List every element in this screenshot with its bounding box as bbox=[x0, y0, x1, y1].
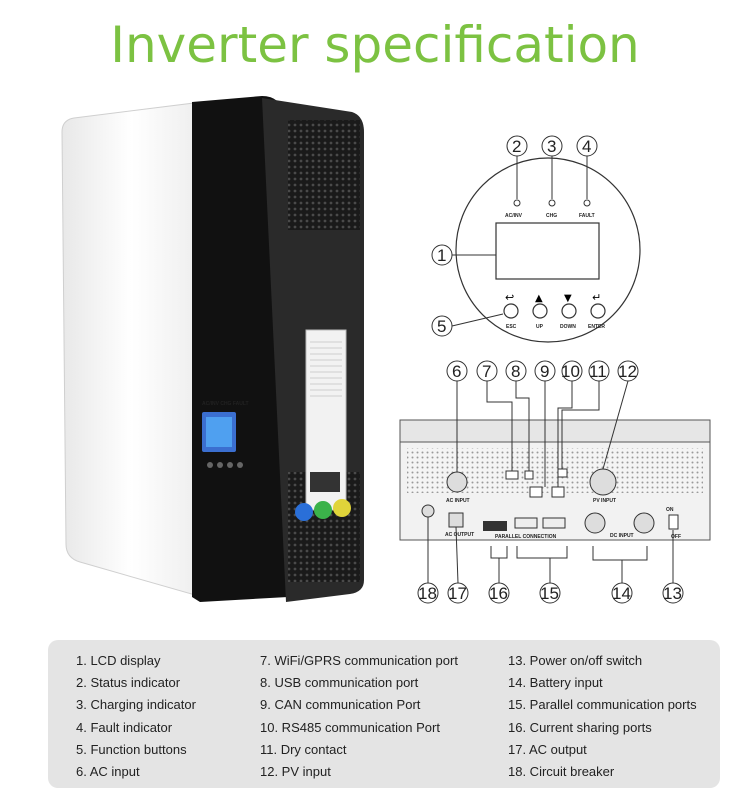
legend-item: 12. PV input bbox=[260, 763, 331, 779]
back-arrow-icon: ↩ bbox=[505, 291, 514, 304]
down-arrow-icon: ▼ bbox=[564, 293, 572, 304]
led-label-fault: FAULT bbox=[579, 213, 595, 219]
legend-item: 18. Circuit breaker bbox=[508, 763, 615, 779]
dc-input-label: DC INPUT bbox=[610, 533, 634, 539]
inverter-bottom-view: AC INPUT PV INPUT AC OUTPUT PARALLEL CON… bbox=[399, 419, 711, 541]
callout-16: 16 bbox=[489, 584, 508, 603]
callout-3: 3 bbox=[547, 137, 556, 156]
legend-column-3: 13. Power on/off switch 14. Battery inpu… bbox=[508, 650, 697, 783]
button-label-up: UP bbox=[536, 324, 544, 330]
callout-15: 15 bbox=[540, 584, 559, 603]
callout-11: 11 bbox=[589, 362, 607, 381]
callout-13: 13 bbox=[663, 584, 682, 603]
button-label-esc: ESC bbox=[506, 324, 517, 330]
callout-5: 5 bbox=[437, 317, 446, 336]
legend-item: 17. AC output bbox=[508, 741, 587, 757]
legend-item: 1. LCD display bbox=[76, 653, 161, 668]
legend-item: 14. Battery input bbox=[508, 675, 603, 691]
led-label-chg: CHG bbox=[546, 213, 557, 219]
legend-item: 6. AC input bbox=[76, 763, 140, 779]
svg-text:AC/INV CHG FAULT: AC/INV CHG FAULT bbox=[202, 401, 249, 407]
callout-10: 10 bbox=[561, 362, 580, 381]
inverter-product-image: AC/INV CHG FAULT bbox=[61, 96, 364, 602]
up-arrow-icon: ▲ bbox=[535, 293, 543, 304]
port-diagram: AC/INV CHG FAULT ↩ ▲ ▼ ↵ ESC UP DOWN ENT… bbox=[399, 135, 711, 604]
legend-item: 8. USB communication port bbox=[260, 675, 419, 691]
page-title: Inverter specification bbox=[110, 16, 640, 74]
lcd-display bbox=[495, 222, 600, 280]
legend-item: 9. CAN communication Port bbox=[260, 697, 421, 713]
legend-item: 16. Current sharing ports bbox=[508, 719, 652, 735]
legend-column-1: 1. LCD display 2. Status indicator 3. Ch… bbox=[76, 650, 196, 783]
button-label-enter: ENTER bbox=[588, 324, 605, 330]
legend-column-2: 7. WiFi/GPRS communication port 8. USB c… bbox=[260, 650, 458, 783]
led-label-ac-inv: AC/INV bbox=[505, 213, 523, 219]
callout-8: 8 bbox=[511, 362, 520, 381]
legend-item: 13. Power on/off switch bbox=[508, 653, 643, 668]
switch-on-label: ON bbox=[666, 507, 674, 513]
legend-item: 15. Parallel communication ports bbox=[508, 697, 697, 713]
ac-output-label: AC OUTPUT bbox=[445, 532, 474, 538]
button-label-down: DOWN bbox=[560, 324, 576, 330]
switch-off-label: OFF bbox=[671, 534, 681, 540]
legend-item: 11. Dry contact bbox=[260, 741, 347, 757]
legend-item: 3. Charging indicator bbox=[76, 697, 196, 713]
callout-12: 12 bbox=[618, 362, 637, 381]
callout-14: 14 bbox=[612, 584, 631, 603]
parallel-connection-label: PARALLEL CONNECTION bbox=[495, 534, 557, 540]
legend-item: 7. WiFi/GPRS communication port bbox=[260, 653, 458, 668]
legend-item: 2. Status indicator bbox=[76, 675, 181, 691]
legend-item: 4. Fault indicator bbox=[76, 719, 173, 735]
callout-7: 7 bbox=[482, 362, 491, 381]
callout-17: 17 bbox=[448, 584, 467, 603]
callout-9: 9 bbox=[540, 362, 549, 381]
callout-2: 2 bbox=[512, 137, 521, 156]
callout-18: 18 bbox=[418, 584, 437, 603]
pv-input-label: PV INPUT bbox=[593, 498, 616, 504]
legend-panel: 1. LCD display 2. Status indicator 3. Ch… bbox=[48, 640, 720, 788]
callout-6: 6 bbox=[452, 362, 461, 381]
legend-item: 5. Function buttons bbox=[76, 741, 187, 757]
enter-icon: ↵ bbox=[592, 291, 601, 304]
function-buttons: ↩ ▲ ▼ ↵ ESC UP DOWN ENTER bbox=[503, 291, 606, 330]
ac-input-label: AC INPUT bbox=[446, 498, 470, 504]
callout-1: 1 bbox=[437, 246, 446, 265]
callout-4: 4 bbox=[582, 137, 591, 156]
legend-item: 10. RS485 communication Port bbox=[260, 719, 440, 735]
